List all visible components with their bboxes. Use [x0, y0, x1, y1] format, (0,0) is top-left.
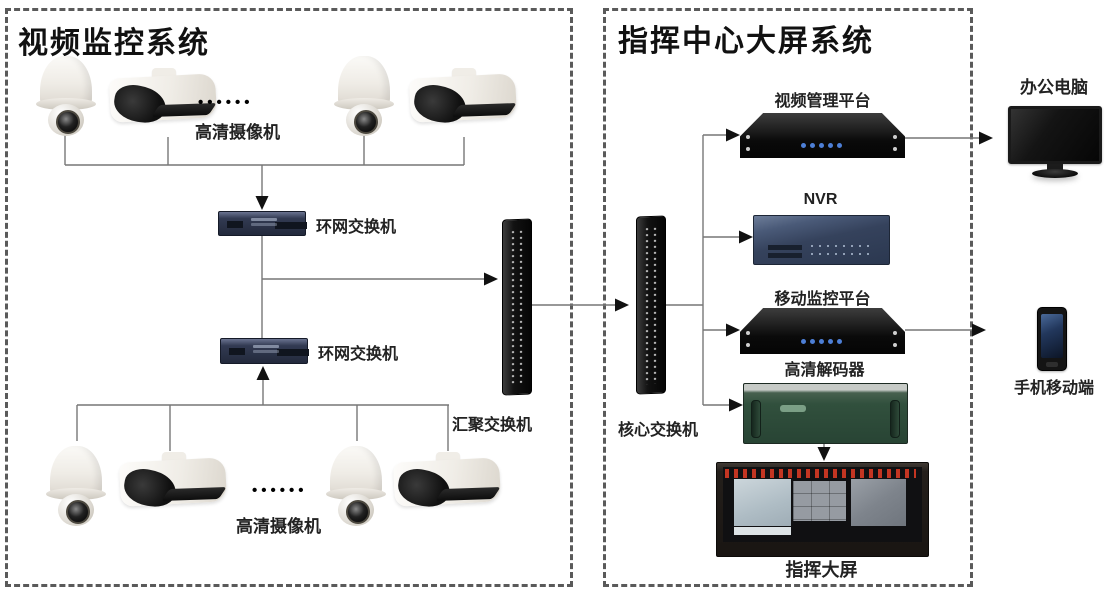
more-cameras-ellipsis: ••••••	[198, 94, 254, 111]
hd-camera-label-bottom: 高清摄像机	[236, 517, 321, 536]
hd-decoder	[743, 383, 908, 444]
mobile-monitoring-server	[740, 308, 905, 354]
camera-lens	[56, 110, 80, 134]
core-switch-label: 核心交换机	[618, 422, 699, 439]
bullet-camera	[406, 68, 518, 130]
switch-indicators	[253, 345, 279, 348]
monitor-neck	[1047, 164, 1063, 170]
video-wall-map-view	[734, 479, 791, 535]
dome-camera-housing	[330, 446, 382, 496]
dome-camera	[334, 56, 394, 136]
camera-hood-edge	[451, 103, 517, 117]
dome-camera-housing	[50, 446, 102, 496]
camera-lens	[66, 500, 90, 524]
command-center-zone	[603, 8, 973, 587]
video-surveillance-zone	[5, 8, 573, 587]
right-zone-title: 指挥中心大屏系统	[618, 25, 874, 58]
mobile-phone	[1037, 307, 1067, 371]
dome-camera-ball	[346, 104, 382, 136]
rack-handle	[890, 400, 900, 438]
switch-ports	[643, 225, 659, 385]
camera-lens	[354, 110, 378, 134]
nvr-device	[753, 215, 890, 265]
video-wall-red-ticker	[725, 469, 916, 478]
ring-switch-top-label: 环网交换机	[316, 219, 397, 236]
video-management-server	[740, 113, 905, 158]
phone-key	[1046, 362, 1058, 367]
nvr-label: NVR	[803, 191, 838, 208]
dome-camera-ball	[338, 494, 374, 526]
dome-camera-ball	[58, 494, 94, 526]
office-pc-monitor	[1008, 106, 1102, 180]
server-screws	[746, 343, 750, 347]
bullet-camera	[106, 68, 218, 130]
aggregation-switch-label: 汇聚交换机	[452, 417, 533, 434]
ring-network-switch-top	[218, 211, 306, 236]
monitor-screen	[1008, 106, 1102, 164]
video-wall-camera-grid	[793, 481, 846, 521]
camera-lens	[346, 500, 370, 524]
bullet-camera	[390, 452, 502, 514]
dome-camera	[326, 446, 386, 526]
camera-hood-edge	[161, 487, 227, 501]
hd-camera-label-top: 高清摄像机	[195, 123, 280, 142]
dome-camera	[36, 56, 96, 136]
bullet-camera	[116, 452, 228, 514]
rack-handle	[751, 400, 761, 438]
ring-switch-bottom-label: 环网交换机	[318, 346, 399, 363]
aggregation-switch	[502, 218, 532, 396]
command-video-wall	[716, 462, 929, 557]
dome-camera-housing	[338, 56, 390, 106]
core-switch	[636, 215, 666, 395]
big-screen-label: 指挥大屏	[785, 560, 858, 580]
mobile-platform-label: 移动监控平台	[774, 291, 871, 308]
switch-ports	[509, 228, 525, 386]
office-pc-label: 办公电脑	[1020, 78, 1088, 97]
server-leds	[800, 143, 806, 148]
dome-camera-ball	[48, 104, 84, 136]
switch-ports	[227, 221, 243, 228]
more-cameras-ellipsis: ••••••	[252, 482, 308, 499]
decoder-logo	[780, 405, 806, 412]
switch-ports	[229, 348, 245, 355]
nvr-drive-slots	[768, 245, 802, 250]
dome-camera-housing	[40, 56, 92, 106]
ring-network-switch-bottom	[220, 338, 308, 364]
video-platform-label: 视频管理平台	[774, 93, 871, 110]
phone-screen	[1041, 314, 1063, 358]
server-leds	[800, 339, 806, 344]
dome-camera	[46, 446, 106, 526]
video-wall-live-feed	[851, 479, 906, 526]
switch-indicators	[251, 218, 277, 221]
server-screws	[746, 147, 750, 151]
decoder-label: 高清解码器	[784, 362, 865, 379]
nvr-port-grid	[808, 242, 874, 257]
left-zone-title: 视频监控系统	[18, 27, 210, 60]
mobile-terminal-label: 手机移动端	[1013, 380, 1094, 397]
monitor-base	[1032, 169, 1078, 178]
camera-hood-edge	[435, 487, 501, 501]
